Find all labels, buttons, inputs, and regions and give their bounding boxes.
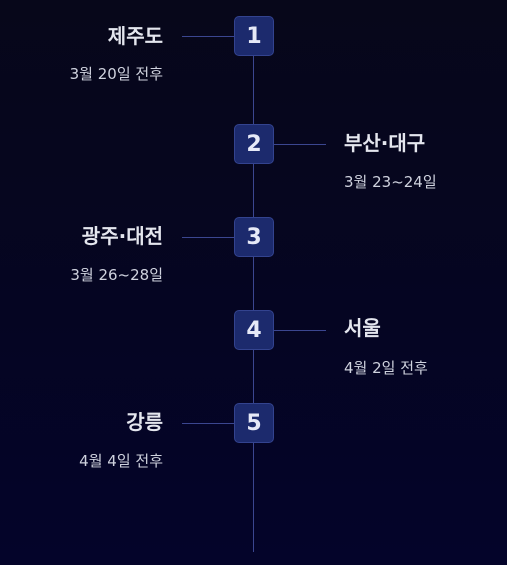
stop-node-4: 4 bbox=[234, 310, 274, 350]
stop-date-1: 3월 20일 전후 bbox=[69, 65, 163, 83]
stop-city-5: 강릉 bbox=[126, 410, 163, 434]
stop-date-5: 4월 4일 전후 bbox=[79, 452, 163, 470]
stop-city-3: 광주·대전 bbox=[81, 224, 163, 248]
connector-5 bbox=[182, 423, 234, 424]
timeline-axis bbox=[253, 36, 254, 552]
stop-node-2: 2 bbox=[234, 124, 274, 164]
stop-date-4: 4월 2일 전후 bbox=[344, 359, 428, 377]
stop-node-1: 1 bbox=[234, 16, 274, 56]
connector-2 bbox=[274, 144, 326, 145]
stop-node-5: 5 bbox=[234, 403, 274, 443]
stop-date-2: 3월 23~24일 bbox=[344, 173, 437, 191]
stop-node-3: 3 bbox=[234, 217, 274, 257]
stop-date-3: 3월 26~28일 bbox=[70, 266, 163, 284]
connector-1 bbox=[182, 36, 234, 37]
connector-4 bbox=[274, 330, 326, 331]
stop-city-1: 제주도 bbox=[107, 24, 163, 48]
connector-3 bbox=[182, 237, 234, 238]
stop-city-4: 서울 bbox=[344, 316, 381, 340]
stop-city-2: 부산·대구 bbox=[344, 131, 426, 155]
